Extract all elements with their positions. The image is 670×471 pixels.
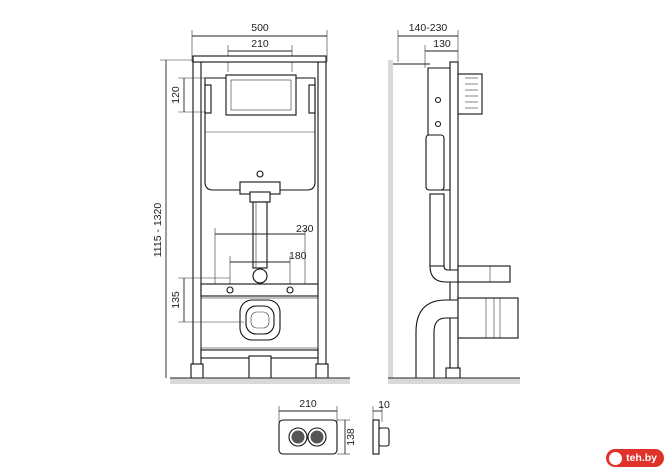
drain-opening bbox=[245, 305, 275, 335]
dim-drain-height: 135 bbox=[170, 291, 182, 309]
side-flush-pipe bbox=[429, 193, 445, 267]
dim-side-inner: 130 bbox=[433, 38, 451, 50]
floor-side bbox=[388, 378, 520, 384]
tank-valve bbox=[256, 170, 264, 178]
dim-plate-depth: 10 bbox=[378, 399, 390, 411]
tank-side-bracket-right bbox=[308, 84, 316, 114]
dim-upper-spacing: 230 bbox=[296, 223, 314, 235]
side-valve-1 bbox=[434, 96, 442, 104]
flush-plate-side-button bbox=[378, 427, 390, 447]
tank-side-bracket-left bbox=[204, 84, 212, 114]
side-leg bbox=[445, 367, 461, 379]
dim-lower-spacing: 180 bbox=[289, 250, 307, 262]
drain-support-box bbox=[200, 297, 319, 349]
frame-left-post bbox=[192, 59, 202, 376]
flush-plate-side bbox=[372, 419, 380, 455]
dim-plate-height: 138 bbox=[345, 428, 357, 446]
watermark-text: teh.by bbox=[626, 452, 657, 464]
side-drain-pipe bbox=[457, 297, 519, 339]
tank-outlet-coupling bbox=[249, 191, 271, 203]
drain-pipe-stub bbox=[248, 355, 272, 379]
flush-plate-opening bbox=[225, 74, 297, 116]
dim-width-total: 500 bbox=[251, 22, 269, 34]
leg-right bbox=[315, 363, 329, 379]
drain-inner bbox=[250, 311, 270, 329]
side-inlet-connector bbox=[457, 265, 511, 283]
dim-inner-width: 210 bbox=[251, 38, 269, 50]
flush-button-small-face bbox=[310, 430, 324, 444]
watermark-badge: teh.by bbox=[606, 449, 664, 467]
side-cistern-lower bbox=[425, 134, 445, 191]
wall-section bbox=[388, 60, 393, 378]
leg-left bbox=[190, 363, 204, 379]
dim-frame-height: 1115 - 1320 bbox=[152, 203, 164, 258]
watermark-logo-icon bbox=[609, 451, 623, 465]
flush-pipe bbox=[252, 201, 268, 269]
frame-top-rail bbox=[192, 55, 327, 63]
frame-right-post bbox=[317, 59, 327, 376]
stud-right bbox=[286, 286, 294, 294]
flush-plate-inner bbox=[230, 79, 292, 111]
dim-plate-width: 210 bbox=[299, 398, 317, 410]
flush-button-large-face bbox=[291, 430, 305, 444]
side-valve-2 bbox=[434, 120, 442, 128]
floor-front bbox=[170, 378, 350, 384]
dim-side-depth: 140-230 bbox=[409, 22, 448, 34]
frame-crossbar bbox=[200, 283, 319, 297]
dim-tank-height: 120 bbox=[170, 86, 182, 104]
stud-left bbox=[226, 286, 234, 294]
side-frame-post bbox=[449, 61, 459, 379]
side-flush-box bbox=[457, 73, 483, 115]
inlet-connector bbox=[252, 268, 268, 284]
